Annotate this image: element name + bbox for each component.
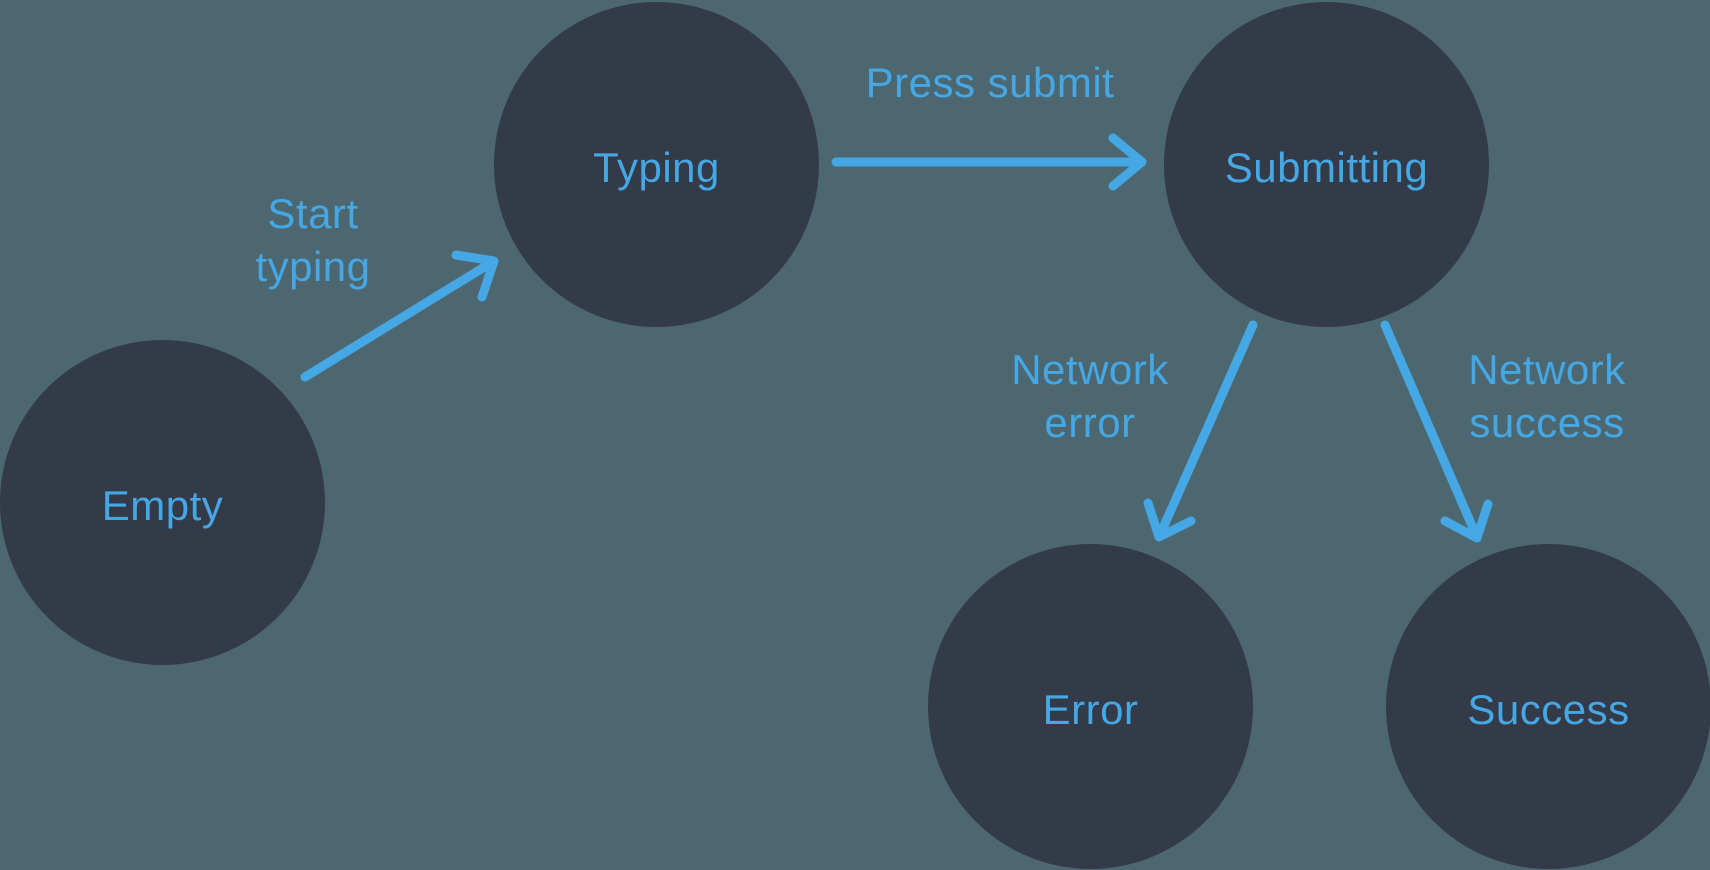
arrowhead-icon: [451, 250, 499, 302]
state-node-typing: Typing: [494, 2, 819, 327]
transition-label-network-error: Network error: [1011, 346, 1169, 446]
transition-label-start-typing: Start typing: [255, 190, 371, 290]
arrow-shaft: [1158, 320, 1258, 533]
arrow-shaft: [1380, 320, 1478, 533]
state-label-typing: Typing: [593, 143, 720, 191]
state-label-submitting: Submitting: [1224, 143, 1429, 191]
transition-label-press-submit: Press submit: [865, 59, 1115, 106]
state-node-submitting: Submitting: [1164, 2, 1489, 327]
arrowhead-icon: [1108, 133, 1147, 191]
arrowhead-icon: [1143, 498, 1196, 542]
transition-arrow-press-submit: [831, 133, 1147, 191]
state-node-empty: Empty: [0, 340, 325, 665]
transition-label-network-success: Network success: [1468, 346, 1626, 446]
state-node-error: Error: [928, 544, 1253, 869]
state-label-success: Success: [1467, 685, 1630, 733]
arrowhead-icon: [1440, 499, 1493, 543]
state-label-error: Error: [1042, 685, 1139, 733]
state-label-empty: Empty: [101, 481, 224, 529]
state-node-success: Success: [1386, 544, 1710, 869]
